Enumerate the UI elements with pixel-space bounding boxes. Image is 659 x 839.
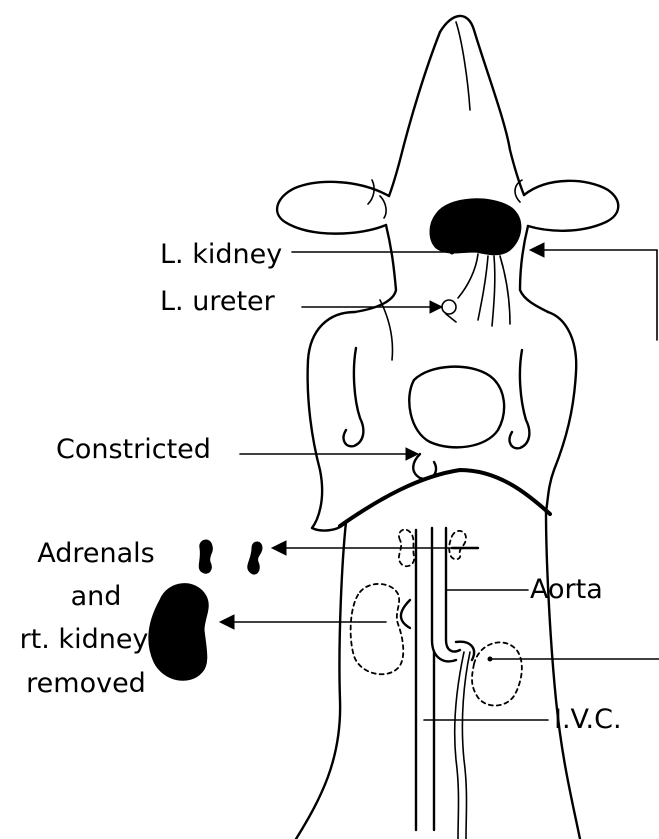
left-kidney-shape	[430, 199, 521, 255]
neck-left	[355, 225, 396, 312]
leader-lines	[220, 243, 659, 720]
heart-outline	[409, 367, 504, 448]
adrenals-arrowhead	[272, 541, 286, 555]
right-forepaw	[510, 350, 530, 448]
right-ear-fold	[515, 180, 522, 202]
ureter-ligature	[442, 300, 456, 314]
abdominal-structures	[351, 528, 522, 839]
label-adrenals-line3: rt. kidney	[20, 624, 149, 655]
label-aorta: Aorta	[530, 574, 603, 605]
label-ivc: I.V.C.	[554, 704, 622, 735]
ureter-tie	[446, 314, 456, 322]
removed-adrenal-2	[248, 542, 262, 574]
ureter-strand-2	[478, 256, 488, 320]
left-kidney-group	[430, 199, 521, 326]
label-l-kidney: L. kidney	[160, 239, 282, 270]
lower-vessel-right	[462, 652, 470, 839]
label-adrenals-line2: and	[71, 581, 122, 612]
l-kidney-leader-dot	[450, 250, 455, 255]
ureter-strand-4	[500, 256, 510, 324]
bracket-upper-arrowhead	[530, 243, 544, 257]
left-forelimb-outer	[308, 312, 355, 530]
right-renal-stump	[401, 600, 410, 628]
head-right-edge	[440, 16, 524, 195]
left-ear	[277, 182, 389, 234]
rt-kidney-arrowhead	[220, 615, 234, 629]
snout-midline	[456, 22, 470, 110]
bracket-lower-dot	[488, 657, 493, 662]
right-forelimb-outer	[546, 312, 576, 512]
diaphragm	[340, 470, 550, 526]
removed-organs	[149, 540, 262, 680]
label-l-ureter: L. ureter	[160, 286, 276, 317]
torso-left-fold	[380, 300, 393, 360]
right-adrenal-outline	[449, 531, 466, 559]
removed-right-kidney	[149, 584, 208, 681]
ureter-strand-3	[492, 256, 495, 326]
l-ureter-arrowhead	[430, 301, 442, 313]
left-kidney-abdominal-outline	[472, 642, 522, 705]
removed-kidney-outline	[351, 584, 404, 674]
label-adrenals-line4: removed	[26, 668, 146, 699]
head-left-edge	[389, 32, 440, 196]
ureter-strand-1	[458, 254, 478, 298]
left-ear-fold	[368, 180, 374, 204]
lower-body-right	[546, 512, 580, 839]
right-ear	[524, 181, 618, 231]
left-forepaw	[344, 348, 364, 446]
left-ear-inner	[380, 196, 386, 218]
neck-right	[520, 226, 548, 312]
label-adrenals-line1: Adrenals	[37, 538, 154, 569]
lower-body-left	[296, 522, 346, 839]
labels: L. kidney L. ureter Constricted Adrenals…	[20, 239, 622, 735]
label-constricted: Constricted	[56, 434, 211, 465]
removed-adrenal-1	[199, 540, 212, 573]
